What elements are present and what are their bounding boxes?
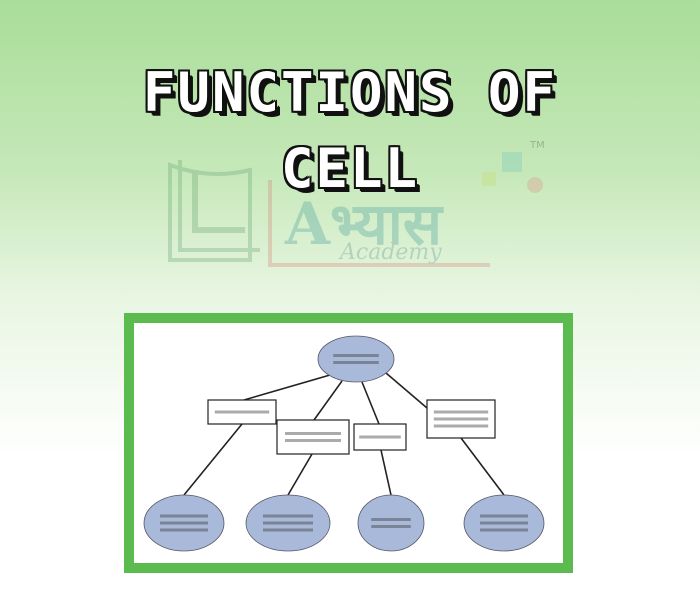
- diagram-node-root: [317, 335, 395, 383]
- academy-watermark-logo: Aभ्यास Academy TM: [150, 140, 550, 275]
- diagram-node-box-4: [426, 399, 496, 439]
- node-text-blur: [333, 354, 379, 357]
- node-text-blur: [359, 435, 401, 439]
- node-text-blur: [160, 514, 208, 518]
- watermark-trademark: TM: [530, 140, 545, 151]
- node-text-blur: [160, 528, 208, 532]
- watermark-brand-text: Aभ्यास: [285, 190, 442, 258]
- node-text-blur: [480, 521, 528, 525]
- connector-line: [287, 453, 313, 496]
- node-text-blur: [433, 410, 489, 414]
- connector-line: [380, 449, 392, 496]
- node-text-blur: [285, 432, 341, 435]
- diagram-node-box-3: [353, 423, 407, 451]
- node-text-blur: [480, 514, 528, 518]
- connector-line: [385, 372, 428, 409]
- page-title-line-2: CELL: [280, 137, 420, 200]
- node-text-blur: [433, 424, 489, 428]
- node-text-blur: [371, 525, 411, 528]
- dot-icon: [527, 177, 543, 193]
- connector-line: [243, 374, 331, 401]
- node-text-blur: [285, 439, 341, 442]
- diagram-canvas: [143, 335, 545, 552]
- node-text-blur: [263, 528, 313, 532]
- square-icon: [482, 172, 496, 186]
- diagram-node-box-1: [207, 399, 277, 425]
- square-icon: [502, 152, 522, 172]
- diagram-connectors: [183, 372, 505, 496]
- diagram-node-leaf-1: [143, 494, 225, 552]
- node-text-blur: [160, 521, 208, 525]
- diagram-node-leaf-4: [463, 494, 545, 552]
- diagram-nodes: [143, 335, 545, 552]
- connector-line: [313, 380, 343, 421]
- node-text-blur: [433, 417, 489, 421]
- diagram-node-box-2: [276, 419, 350, 455]
- page-title-line-1: FUNCTIONS OF: [142, 61, 558, 124]
- diagram-node-leaf-3: [357, 494, 425, 552]
- connector-line: [361, 381, 380, 425]
- node-text-blur: [214, 410, 270, 414]
- cell-functions-diagram: [124, 313, 573, 573]
- node-text-blur: [263, 514, 313, 518]
- connector-line: [183, 423, 243, 496]
- book-logo-icon: [168, 152, 543, 267]
- connector-line: [460, 437, 505, 496]
- node-text-blur: [480, 528, 528, 532]
- diagram-node-leaf-2: [245, 494, 331, 552]
- node-text-blur: [333, 361, 379, 364]
- node-text-blur: [263, 521, 313, 525]
- node-text-blur: [371, 518, 411, 521]
- watermark-subtitle: Academy: [340, 240, 442, 265]
